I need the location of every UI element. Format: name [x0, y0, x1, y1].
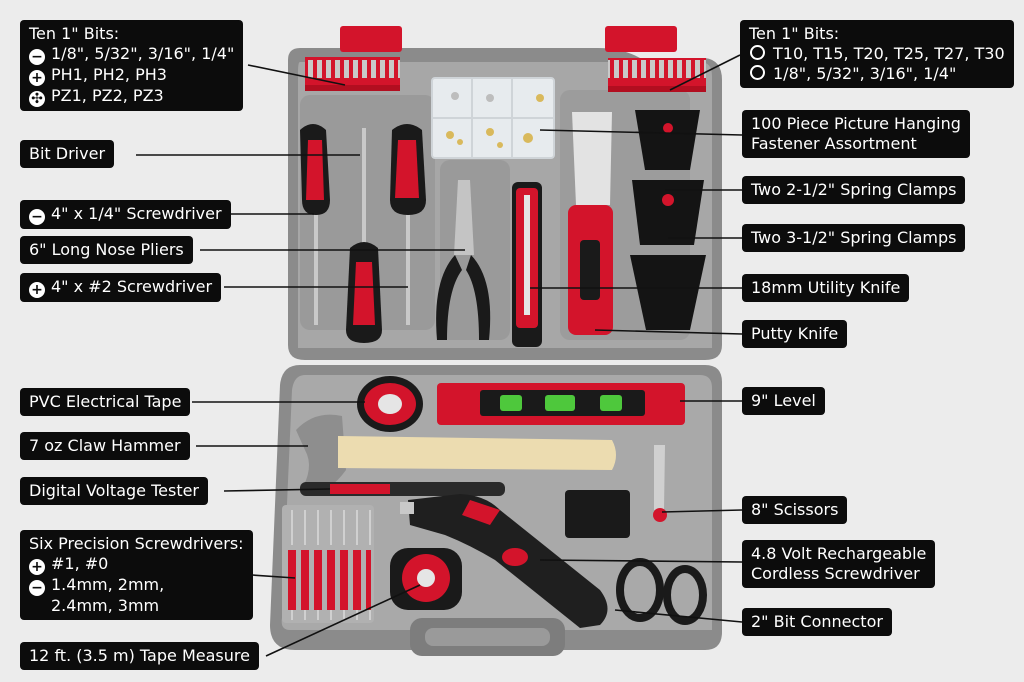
electrical-tape [357, 376, 423, 432]
claw-hammer [296, 414, 616, 494]
slot-screwdriver [346, 128, 382, 343]
label-scissors: 8" Scissors [742, 496, 848, 524]
label-level: 9" Level [742, 387, 825, 415]
label-ten-bits-right: Ten 1" Bits: T10, T15, T20, T25, T27, T3… [740, 20, 1014, 88]
label-ten-bits-right-torx: T10, T15, T20, T25, T27, T30 [773, 44, 1005, 63]
putty-knife [568, 112, 613, 335]
label-ten-bits-left-phillips: PH1, PH2, PH3 [51, 65, 167, 84]
label-precision-screwdrivers: Six Precision Screwdrivers: + #1, #0 −1.4… [20, 530, 253, 620]
tape-measure [390, 548, 462, 610]
label-ten-bits-left: Ten 1" Bits: −1/8", 5/32", 3/16", 1/4" +… [20, 20, 244, 111]
scissors [616, 445, 707, 625]
label-utility-knife: 18mm Utility Knife [742, 274, 910, 302]
slotted-tip-icon: − [29, 580, 45, 596]
label-bit-connector: 2" Bit Connector [742, 608, 892, 636]
lid-latch-left [340, 26, 402, 52]
label-picture-hanging: 100 Piece Picture Hanging Fastener Assor… [742, 110, 970, 158]
utility-knife [512, 182, 542, 347]
label-cordless-line1: 4.8 Volt Rechargeable [751, 544, 927, 563]
label-ten-bits-left-title: Ten 1" Bits: [29, 24, 120, 43]
label-slot-screwdriver: −4" x 1/4" Screwdriver [20, 200, 231, 229]
hex-tip-icon [750, 65, 765, 80]
pozidriv-tip-icon: ✣ [29, 91, 45, 107]
label-long-nose-pliers: 6" Long Nose Pliers [20, 236, 193, 264]
label-spring-clamps-small: Two 2-1/2" Spring Clamps [742, 176, 966, 204]
label-ten-bits-left-pozi: PZ1, PZ2, PZ3 [51, 86, 164, 105]
bit-row-left [305, 57, 400, 89]
phillips-screwdriver [390, 124, 426, 325]
phillips-tip-icon: + [29, 70, 45, 86]
label-voltage-tester: Digital Voltage Tester [20, 477, 209, 505]
phillips-tip-icon: + [29, 559, 45, 575]
label-cordless-screwdriver: 4.8 Volt Rechargeable Cordless Screwdriv… [742, 540, 936, 588]
label-cordless-line2: Cordless Screwdriver [751, 564, 920, 583]
label-precision-title: Six Precision Screwdrivers: [29, 534, 244, 553]
label-picture-hanging-line2: Fastener Assortment [751, 134, 917, 153]
lid-latch-right [605, 26, 677, 52]
long-nose-pliers [436, 180, 491, 340]
label-slot-screwdriver-text: 4" x 1/4" Screwdriver [51, 204, 222, 223]
label-precision-phillips: #1, #0 [51, 554, 109, 573]
label-precision-slot-2: 2.4mm, 3mm [51, 596, 160, 615]
leader-lines [136, 54, 743, 657]
label-putty-knife: Putty Knife [742, 320, 848, 348]
phillips-tip-icon: + [29, 282, 45, 298]
charger [565, 490, 630, 538]
bit-row-right [608, 58, 706, 90]
label-ten-bits-left-slot: 1/8", 5/32", 3/16", 1/4" [51, 44, 235, 63]
picture-hanging-box [431, 77, 555, 159]
slotted-tip-icon: − [29, 49, 45, 65]
label-phillips-screwdriver-text: 4" x #2 Screwdriver [51, 277, 213, 296]
cordless-screwdriver [400, 494, 608, 628]
label-phillips-screwdriver: +4" x #2 Screwdriver [20, 273, 222, 302]
label-ten-bits-right-title: Ten 1" Bits: [749, 24, 840, 43]
slotted-tip-icon: − [29, 209, 45, 225]
label-claw-hammer: 7 oz Claw Hammer [20, 432, 190, 460]
spring-clamps [630, 110, 706, 330]
torx-tip-icon [750, 45, 765, 60]
precision-screwdrivers [282, 505, 374, 623]
label-bit-driver: Bit Driver [20, 140, 115, 168]
label-ten-bits-right-hex: 1/8", 5/32", 3/16", 1/4" [773, 64, 957, 83]
label-tape-measure: 12 ft. (3.5 m) Tape Measure [20, 642, 259, 670]
label-electrical-tape: PVC Electrical Tape [20, 388, 191, 416]
voltage-tester [300, 482, 505, 496]
label-precision-slot-1: 1.4mm, 2mm, [51, 575, 165, 594]
label-spring-clamps-large: Two 3-1/2" Spring Clamps [742, 224, 966, 252]
torpedo-level [437, 383, 685, 425]
label-picture-hanging-line1: 100 Piece Picture Hanging [751, 114, 961, 133]
